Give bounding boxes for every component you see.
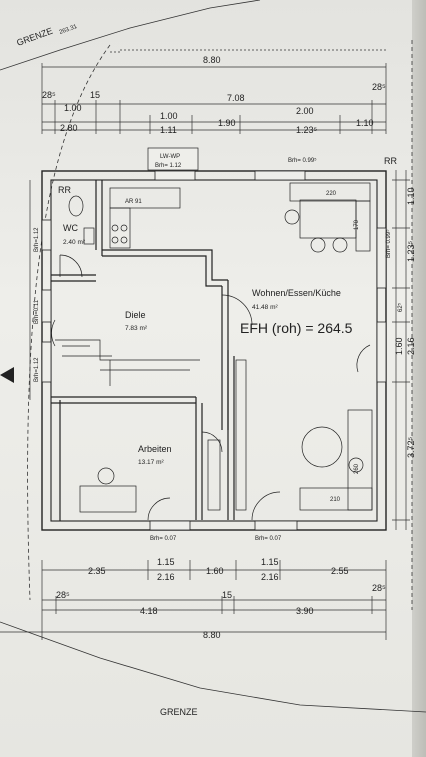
- rr-left-label: RR: [58, 185, 71, 195]
- exterior-walls: [41, 170, 387, 531]
- dim-bottom-r3-a: 4.18: [140, 606, 158, 616]
- brh-top-right: Brh= 0.99⁵: [288, 157, 317, 164]
- doors: [51, 254, 371, 521]
- dim-right-c: 62⁵: [397, 302, 404, 312]
- room-arbeiten-name: Arbeiten: [138, 444, 172, 454]
- property-boundary: [0, 0, 426, 713]
- dim-top-r3-a: 1.00: [64, 103, 82, 113]
- dim-bottom-r1-e: 2.55: [331, 566, 349, 576]
- room-wc-name: WC: [63, 223, 78, 233]
- section-arrow-icon: [0, 367, 14, 383]
- dim-bottom-r1-d2: 2.16: [261, 572, 279, 582]
- dim-bottom-r1-c: 1.60: [206, 566, 224, 576]
- lw-wp-label: LW-WP: [160, 154, 180, 160]
- dim-top-r4-e: 1.10: [356, 118, 374, 128]
- interior-walls: [51, 180, 235, 521]
- counter-220: 220: [326, 191, 337, 197]
- boundary-top-label: GRENZE: [15, 26, 54, 48]
- dim-top-r3-b: 1.00: [160, 111, 178, 121]
- brh-bottom-left: Brh= 0.07: [150, 536, 177, 542]
- efh-label: EFH (roh) = 264.5: [240, 320, 353, 336]
- brh-bottom-right: Brh= 0.07: [255, 536, 282, 542]
- windows: [41, 170, 387, 531]
- sofa-260: 260: [354, 463, 360, 474]
- room-wc-area: 2.40 m²: [63, 239, 86, 246]
- dim-top-r4-b: 1.11: [160, 125, 177, 135]
- right-dimension-chain: [392, 170, 410, 530]
- dim-top-r4-d: 1.23⁵: [296, 125, 318, 135]
- boundary-top-value: 263.31: [59, 24, 79, 36]
- counter-170: 170: [354, 219, 360, 230]
- dim-top-r2-a: 28⁵: [42, 90, 56, 100]
- room-arbeiten-area: 13.17 m²: [138, 459, 164, 466]
- dim-right-e: 2.16: [406, 337, 416, 355]
- dim-bottom-r2-b: 15: [222, 590, 232, 600]
- dim-left-b: Brh=0.11: [34, 299, 40, 324]
- dim-bottom-r3-b: 3.90: [296, 606, 314, 616]
- dim-bottom-r1-b2: 2.16: [157, 572, 175, 582]
- dim-right-b: 1.23⁵: [406, 240, 416, 262]
- dim-overall-bottom: 8.80: [203, 630, 221, 640]
- lw-wp-brh: Brh= 1.12: [155, 163, 182, 169]
- top-dimension-chain: [41, 63, 387, 134]
- lw-wp-box: [147, 147, 199, 171]
- dim-bottom-r1-b: 1.15: [157, 557, 175, 567]
- dim-top-r2-d: 28⁵: [372, 82, 386, 92]
- dim-top-r4-a: 2.80: [60, 123, 78, 133]
- room-wohnen-name: Wohnen/Essen/Küche: [252, 288, 341, 298]
- dim-bottom-r1-a: 2.35: [88, 566, 106, 576]
- dim-right-a: 1.10: [406, 187, 416, 205]
- dim-left-c: Brh=1.12: [34, 357, 40, 382]
- dim-right-d: 1.60: [394, 337, 404, 355]
- window-right-label: Brh= 0.99⁵: [385, 229, 392, 258]
- dim-overall-top: 8.80: [203, 55, 221, 65]
- dim-top-r3-c: 2.00: [296, 106, 314, 116]
- dim-bottom-r2-a: 28⁵: [56, 590, 70, 600]
- bottom-dimension-chain: [0, 560, 387, 640]
- dim-top-r4-c: 1.90: [218, 118, 236, 128]
- rr-right-label: RR: [384, 156, 397, 166]
- room-diele-area: 7.83 m²: [125, 325, 148, 332]
- boundary-bottom-label: GRENZE: [160, 707, 198, 717]
- dim-left-a: Brh=1.12: [34, 227, 40, 252]
- room-diele-name: Diele: [125, 310, 146, 320]
- page-edge: [412, 0, 426, 757]
- dim-right-f: 3.72⁵: [406, 436, 416, 458]
- sofa-210: 210: [330, 497, 341, 503]
- dim-top-r2-b: 15: [90, 90, 100, 100]
- furniture: [55, 182, 373, 513]
- dim-bottom-r1-d: 1.15: [261, 557, 279, 567]
- room-wohnen-area: 41.48 m²: [252, 304, 278, 311]
- dim-bottom-r2-c: 28⁵: [372, 583, 386, 593]
- ar-label: AR 91: [125, 199, 142, 205]
- dim-top-r2-c: 7.08: [227, 93, 245, 103]
